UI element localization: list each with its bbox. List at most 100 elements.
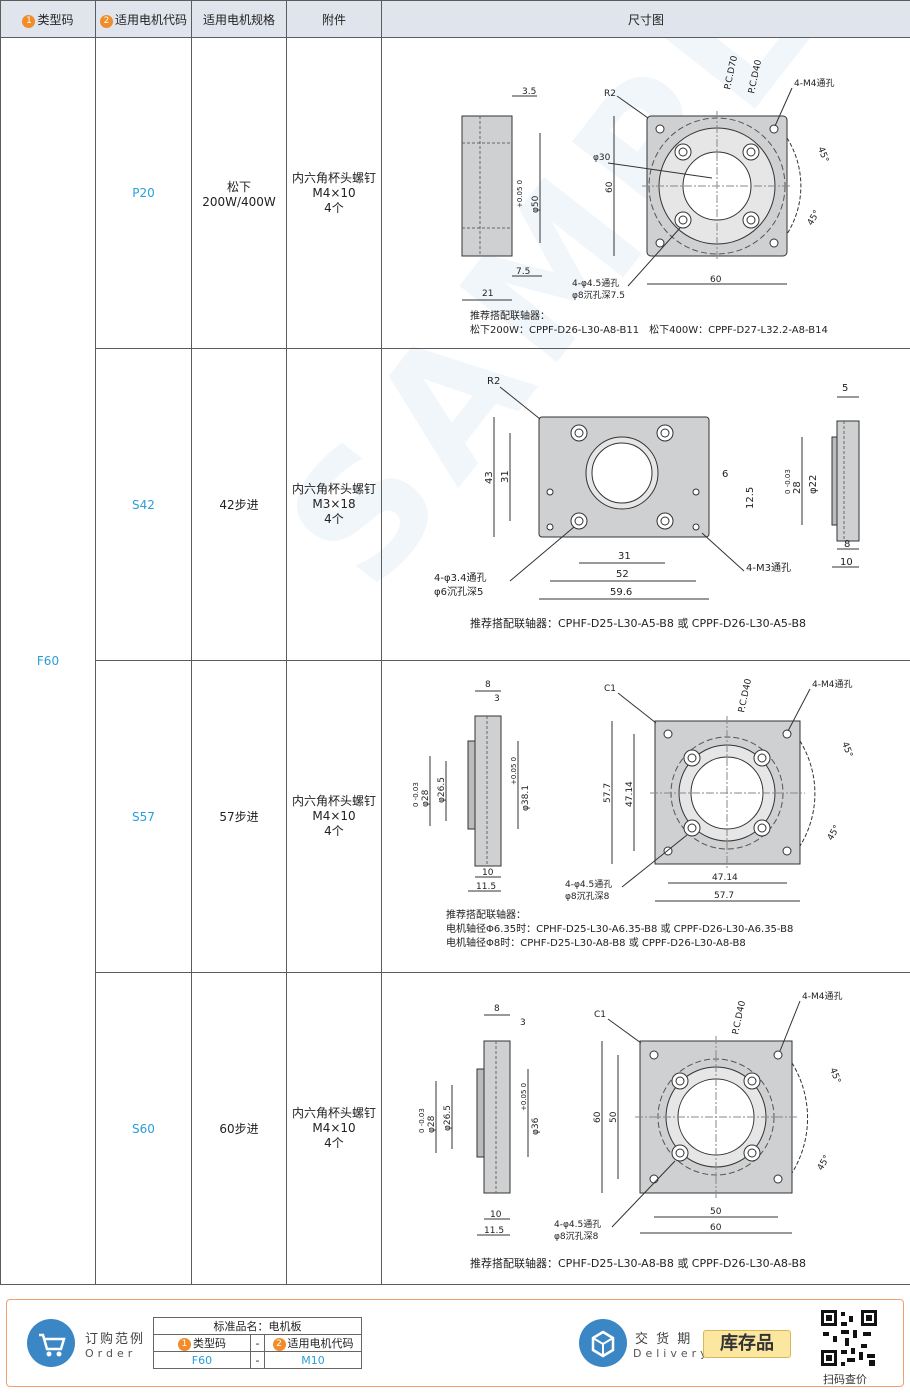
dim-s57-d265: φ26.5 [437,777,447,803]
dim-s60-w50: 50 [710,1207,722,1217]
order-label: 订购范例 [85,1332,146,1347]
dim-p20-w60: 60 [710,275,722,285]
label-s60-hole2: φ8沉孔深8 [554,1231,599,1242]
dim-s60-d36-tol: +0.05 0 [520,1083,528,1111]
dim-s60-d28-tol: 0 -0.03 [418,1108,426,1133]
angle-s57-a2: 45° [826,824,843,843]
label-s60-c1: C1 [594,1010,606,1020]
type-code-cell[interactable]: F60 [0,37,96,1285]
box-icon [579,1319,627,1367]
dim-s42-t5: 5 [842,383,848,394]
dim-s42-w596: 59.6 [610,587,632,598]
dim-s60-d28: φ28 [427,1115,437,1133]
dim-s60-d36: φ36 [531,1117,541,1135]
dim-s60-h50: 50 [609,1111,619,1123]
dim-p20-h60: 60 [605,181,615,193]
dim-s57-d28-tol: 0 -0.03 [412,782,420,807]
order-en-label: Order [85,1347,137,1360]
note-s57-2: 电机轴径Φ6.35时：CPHF-D25-L30-A6.35-B8 或 CPPF-… [446,922,793,935]
dim-s57-t10: 10 [482,868,494,878]
label-s42-r2: R2 [487,376,500,387]
dim-p20-t2: 7.5 [516,267,530,277]
motor-code-cell[interactable]: S60 [95,972,192,1285]
label-s57-hole2: φ8沉孔深8 [565,891,610,902]
drawing-s57: 8 3 φ28 0 -0.03 φ26.5 φ38.1 +0.05 0 10 1… [412,678,854,949]
motor-code-cell[interactable]: S57 [95,660,192,973]
dim-s57-w4714: 47.14 [712,873,738,883]
dim-s57-t3: 3 [494,694,500,704]
dim-s42-d28-tol: 0 -0.03 [784,469,792,494]
note-s42-1: 推荐搭配联轴器：CPHF-D25-L30-A5-B8 或 CPPF-D26-L3… [470,616,806,630]
header-drawing: 尺寸图 [381,0,910,38]
note-s57-3: 电机轴径Φ8时：CPHF-D25-L30-A8-B8 或 CPPF-D26-L3… [446,936,746,949]
dim-s60-h60: 60 [593,1111,603,1123]
dim-s57-h4714: 47.14 [625,781,635,807]
dim-s42-t8: 8 [844,539,850,550]
drawing-s42: R2 43 31 6 12.5 31 52 59.6 4-φ3.4通孔 φ6沉孔… [434,376,860,630]
qr-code-icon[interactable] [819,1308,879,1368]
label-p20-pcd40: P.C.D40 [747,59,764,95]
note-p20-2: 松下200W：CPPF-D26-L30-A8-B11 松下400W：CPPF-D… [470,323,828,336]
label-s42-m3: 4-M3通孔 [746,562,791,574]
delivery-label: 交 货 期 [635,1332,693,1347]
label-s57-pcd40: P.C.D40 [737,678,754,714]
drawing-cell-p20: 3.5 7.5 21 φ50 +0.05 0 [381,37,910,349]
dim-s60-t3: 3 [520,1018,526,1028]
dim-s60-t10: 10 [490,1210,502,1220]
badge-1: 1 [22,14,36,28]
dim-s42-w52: 52 [616,569,629,580]
angle-s60-a2: 45° [816,1154,833,1173]
label-p20-pcd70: P.C.D70 [723,55,740,91]
motor-code-cell[interactable]: S42 [95,348,192,661]
dim-s42-t10: 10 [840,557,853,568]
dim-p20-t3: 21 [482,289,493,299]
dim-s60-d265: φ26.5 [443,1105,453,1131]
drawing-cell-s57: 8 3 φ28 0 -0.03 φ26.5 φ38.1 +0.05 0 10 1… [381,660,910,973]
label-p20-d30: φ30 [593,153,611,163]
qr-label: 扫码查价 [823,1373,867,1386]
dim-s42-v6: 6 [722,469,728,480]
label-p20-m4: 4-M4通孔 [794,78,834,89]
dim-s60-t8: 8 [494,1004,500,1014]
order-val2: M10 [264,1351,362,1369]
label-s57-hole1: 4-φ4.5通孔 [565,879,612,890]
motor-spec-cell: 60步进 [191,972,287,1285]
dim-p20-t1: 3.5 [522,87,536,97]
label-p20-hole1: 4-φ4.5通孔 [572,278,619,289]
dim-s57-w577: 57.7 [714,891,734,901]
motor-spec-cell: 57步进 [191,660,287,973]
order-val1: F60 [153,1351,251,1369]
motor-spec-cell: 松下200W/400W [191,37,287,349]
note-s60-1: 推荐搭配联轴器：CPHF-D25-L30-A8-B8 或 CPPF-D26-L3… [470,1256,806,1270]
angle-s60-a1: 45° [827,1067,842,1085]
dim-s57-t8: 8 [485,680,491,690]
badge-2: 2 [99,14,113,28]
dim-s42-w31: 31 [618,551,631,562]
label-s42-hole2: φ6沉孔深5 [434,585,483,598]
motor-code-cell[interactable]: P20 [95,37,192,349]
stock-badge: 库存品 [703,1330,791,1358]
label-p20-r2: R2 [604,89,616,99]
label-s57-m4: 4-M4通孔 [812,679,852,690]
drawing-p20: 3.5 7.5 21 φ50 +0.05 0 [461,55,834,336]
dim-s42-h31: 31 [500,470,511,483]
dim-s42-d22: φ22 [808,475,819,494]
motor-spec-cell: 42步进 [191,348,287,661]
dim-s57-d381: φ38.1 [521,785,531,811]
std-name: 标准品名：电机板 [153,1317,362,1335]
label-s60-pcd40: P.C.D40 [731,1000,748,1036]
note-s57-1: 推荐搭配联轴器： [446,908,526,921]
drawing-cell-s60: 8 3 φ28 0 -0.03 φ26.5 φ36 +0.05 0 10 11.… [381,972,910,1285]
